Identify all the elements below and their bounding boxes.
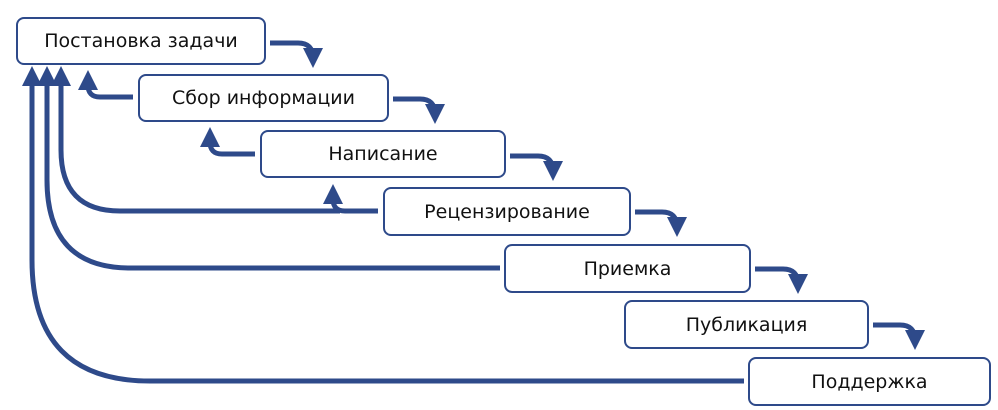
forward-arrow-1-2	[270, 40, 323, 68]
return-arrow-4-3	[323, 184, 378, 214]
step-box-1: Постановка задачи	[16, 17, 266, 65]
forward-arrow-3-4	[510, 153, 563, 181]
step-label: Сбор информации	[171, 87, 355, 109]
forward-arrow-4-5	[635, 209, 687, 237]
forward-arrow-5-6	[755, 266, 808, 294]
step-label: Приемка	[583, 257, 672, 280]
step-box-6: Публикация	[624, 300, 869, 349]
forward-arrow-2-3	[393, 96, 445, 124]
step-box-5: Приемка	[504, 244, 751, 293]
return-arrow-3-2	[200, 127, 255, 157]
step-box-3: Написание	[260, 130, 506, 178]
step-label: Рецензирование	[424, 200, 590, 223]
step-label: Постановка задачи	[44, 30, 238, 52]
return-arrow-2-1	[78, 70, 133, 100]
step-label: Написание	[328, 143, 438, 165]
forward-arrow-6-7	[873, 322, 925, 350]
step-label: Публикация	[685, 313, 808, 336]
return-arrow-4-1	[51, 66, 340, 214]
step-box-2: Сбор информации	[138, 74, 389, 122]
return-arrow-5-1	[37, 66, 500, 271]
step-box-4: Рецензирование	[383, 187, 631, 236]
step-label: Поддержка	[811, 370, 928, 393]
return-arrow-7-1	[22, 66, 744, 384]
step-box-7: Поддержка	[748, 357, 991, 406]
